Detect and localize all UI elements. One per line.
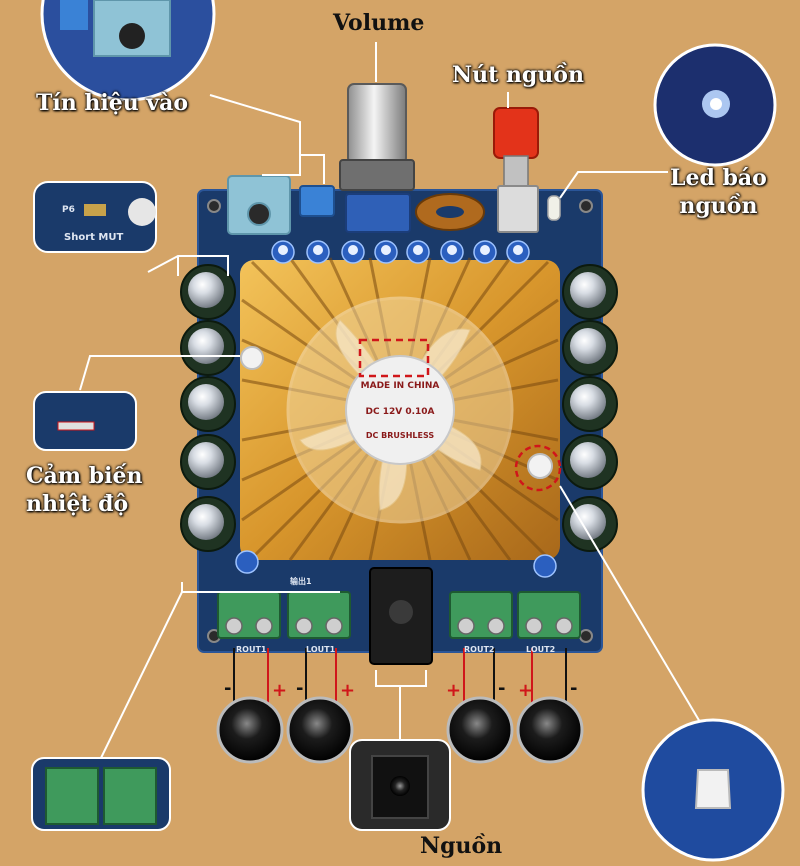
- output-terminals: [217, 591, 581, 639]
- fan-spec-text: DC 12V 0.10A: [365, 407, 434, 417]
- polarity-minus-1: -: [224, 678, 231, 699]
- silk-output-title: 输出1: [290, 576, 312, 586]
- silk-rout1: ROUT1: [236, 645, 267, 654]
- silk-lout1: LOUT1: [306, 645, 336, 654]
- power-led: [547, 195, 561, 221]
- power-label: Nguồn: [420, 833, 503, 859]
- power-led-label: Led báo nguồn: [670, 165, 767, 220]
- inset-short-mute: [33, 181, 157, 253]
- power-button-switch: [493, 107, 539, 233]
- inset-terminal-zoom: [31, 757, 171, 831]
- volume-label: Volume: [333, 10, 425, 36]
- temp-sensor-label: Cảm biến nhiệt độ: [26, 463, 142, 518]
- cooling-fan: MADE IN CHINA DC 12V 0.10A DC BRUSHLESS: [286, 296, 514, 524]
- inset-dc-jack-zoom: [349, 739, 451, 831]
- fan-highlight-box: [358, 338, 430, 378]
- small-capacitor-row: [235, 240, 557, 578]
- toroid-inductor: [415, 193, 485, 231]
- polarity-plus-4: +: [518, 680, 533, 701]
- audio-input-jack: [227, 175, 291, 235]
- silk-lout2: LOUT2: [526, 645, 555, 654]
- thermistor-left: [240, 346, 264, 370]
- input-header-connector: [299, 185, 335, 217]
- polarity-plus-1: +: [272, 680, 287, 701]
- polarity-plus-3: +: [446, 680, 461, 701]
- thermistor-right: [527, 453, 553, 479]
- polarity-minus-4: -: [570, 678, 577, 699]
- capacitors-right: [562, 264, 618, 552]
- temp-sensor-label-line1: Cảm biến: [26, 463, 143, 489]
- polarity-plus-2: +: [340, 680, 355, 701]
- fan-type-text: DC BRUSHLESS: [366, 431, 434, 440]
- callout-lines: [79, 42, 701, 761]
- polarity-minus-3: -: [498, 678, 505, 699]
- silk-p6: P6: [62, 205, 75, 215]
- sensor-highlight-circle: [514, 444, 562, 492]
- volume-knob: [339, 83, 415, 233]
- input-signal-label: Tín hiệu vào: [36, 90, 189, 116]
- capacitors-left: [180, 264, 236, 552]
- silk-rout2: ROUT2: [464, 645, 494, 654]
- fan-brand-text: MADE IN CHINA: [361, 381, 440, 391]
- inset-thermistor-zoom: [641, 718, 785, 862]
- polarity-minus-2: -: [296, 678, 303, 699]
- dc-power-jack: [369, 567, 433, 665]
- power-button-label: Nút nguồn: [452, 62, 584, 88]
- temp-sensor-label-line2: nhiệt độ: [26, 490, 129, 517]
- silk-short-mute: Short MUT: [64, 232, 123, 243]
- speakers: [216, 696, 584, 764]
- inset-sensor-zoom: [33, 391, 137, 451]
- inset-led-zoom: [653, 43, 777, 167]
- power-led-label-line2: nguồn: [679, 192, 758, 219]
- power-led-label-line1: Led báo: [670, 165, 767, 191]
- inset-input-zoom: [40, 0, 216, 102]
